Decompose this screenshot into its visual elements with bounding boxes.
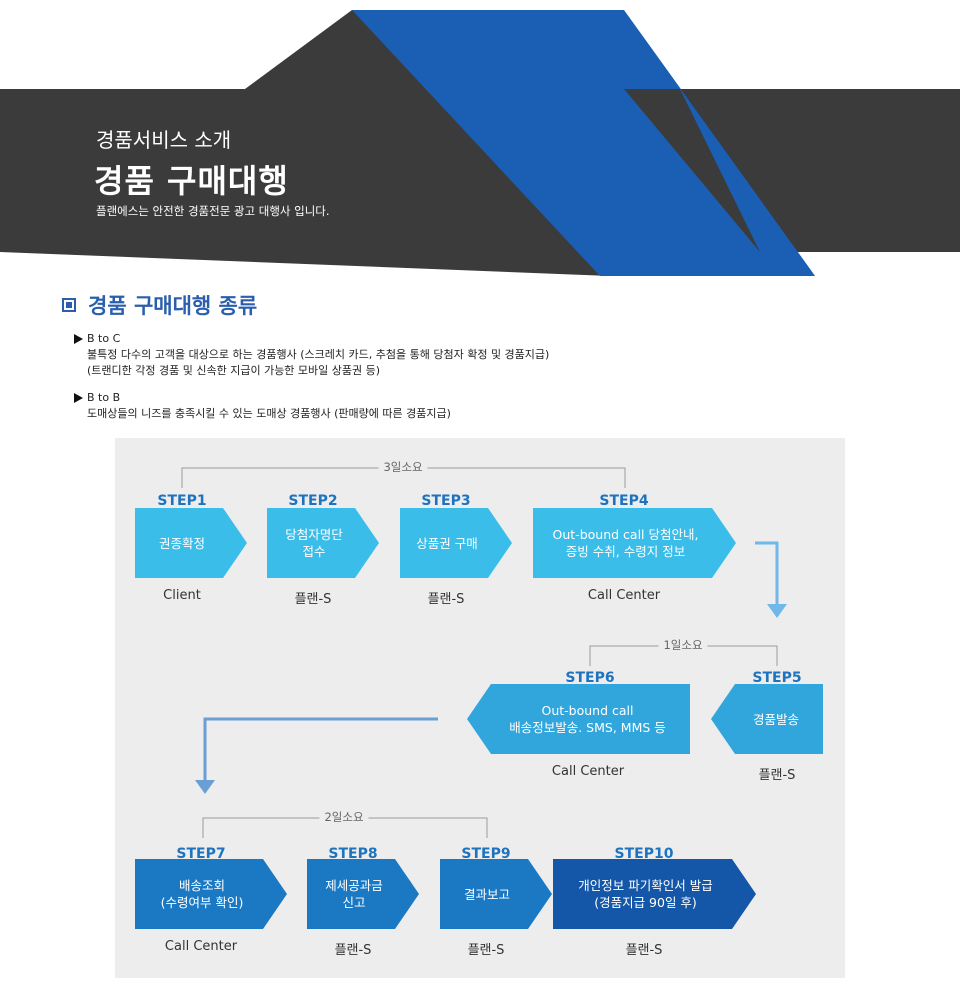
process-diagram: 3일소요 1일소요 2일소요 STEP1 권종확정 Client STEP2 당…: [115, 438, 845, 978]
step4-box: Out-bound call 당첨안내, 증빙 수취, 수령지 정보: [533, 508, 736, 578]
hero-dark-band: [0, 10, 610, 276]
step6-text-1: Out-bound call: [541, 703, 634, 718]
step2-label: STEP2: [288, 493, 338, 509]
step6-text-2: 배송정보발송. SMS, MMS 등: [509, 720, 666, 735]
duration-label-2: 1일소요: [658, 637, 708, 653]
step4-actor: Call Center: [587, 588, 661, 603]
flow-arrow-icon: [195, 780, 215, 794]
step5-text: 경품발송: [752, 711, 799, 727]
step3-text: 상품권 구매: [416, 535, 478, 551]
step1-label: STEP1: [157, 493, 207, 509]
step5-label: STEP5: [752, 670, 802, 686]
step8-actor: 플랜-S: [334, 943, 372, 958]
step7-text-2: (수령여부 확인): [160, 895, 244, 910]
step1-box: 권종확정: [135, 508, 247, 578]
bullet-heading: B to C: [87, 332, 121, 345]
step9-text: 결과보고: [463, 886, 510, 902]
step1-text: 권종확정: [158, 535, 205, 551]
step9-box: 결과보고: [440, 859, 552, 929]
hero-graphic: [0, 10, 960, 276]
step4-text-2: 증빙 수취, 수령지 정보: [565, 544, 686, 559]
bullet-line: 불특정 다수의 고객을 대상으로 하는 경품행사 (스크레치 카드, 추첨을 통…: [87, 348, 550, 361]
step2-actor: 플랜-S: [294, 592, 332, 607]
hero-blue-band: [352, 10, 815, 276]
flow-arrow-line-2: [203, 717, 438, 784]
step10-text-1: 개인정보 파기확인서 발급: [578, 878, 713, 893]
step6-label: STEP6: [565, 670, 615, 686]
step3-actor: 플랜-S: [427, 592, 465, 607]
step6-actor: Call Center: [551, 764, 625, 779]
bullet-heading: B to B: [87, 391, 121, 404]
step4-label: STEP4: [599, 493, 649, 509]
step7-actor: Call Center: [164, 939, 238, 954]
step7-box: 배송조회 (수령여부 확인): [135, 859, 287, 929]
step8-text-1: 제세공과금: [325, 878, 383, 893]
step8-label: STEP8: [328, 846, 378, 862]
bullet-line: (트랜디한 각정 경품 및 신속한 지급이 가능한 모바일 상품권 등): [87, 364, 381, 377]
step5-actor: 플랜-S: [758, 768, 796, 783]
hero-banner: 경품서비스 소개 경품 구매대행 플랜에스는 안전한 경품전문 광고 대행사 입…: [0, 0, 960, 280]
step1-actor: Client: [163, 588, 201, 603]
flow-arrow-icon: [767, 604, 787, 618]
connector-lines: [181, 467, 787, 838]
step7-label: STEP7: [176, 846, 226, 862]
hero-subtitle: 경품서비스 소개: [96, 128, 232, 152]
triangle-bullet-icon: [74, 334, 83, 344]
triangle-bullet-icon: [74, 393, 83, 403]
step9-label: STEP9: [461, 846, 511, 862]
step10-text-2: (경품지급 90일 후): [594, 895, 697, 910]
step2-text-1: 당첨자명단: [285, 527, 343, 542]
step3-box: 상품권 구매: [400, 508, 512, 578]
square-bullet-icon: [62, 298, 76, 312]
bullet-line: 도매상들의 니즈를 충족시킬 수 있는 도매상 경품행사 (판매량에 따른 경품…: [87, 407, 451, 420]
step9-actor: 플랜-S: [467, 943, 505, 958]
step8-text-2: 신고: [342, 895, 366, 910]
step2-text-2: 접수: [302, 544, 326, 559]
bullet-b2b: B to B 도매상들의 니즈를 충족시킬 수 있는 도매상 경품행사 (판매량…: [74, 390, 451, 422]
step6-box: Out-bound call 배송정보발송. SMS, MMS 등: [467, 684, 690, 754]
section-title-text: 경품 구매대행 종류: [88, 294, 258, 318]
hero-description: 플랜에스는 안전한 경품전문 광고 대행사 입니다.: [96, 204, 330, 218]
hero-blue-band-edge: [624, 10, 815, 276]
section-title: 경품 구매대행 종류: [62, 290, 257, 320]
step7-text-1: 배송조회: [178, 878, 225, 893]
flow-arrow-line-1: [755, 541, 779, 608]
duration-label-3: 2일소요: [319, 809, 369, 825]
hero-title: 경품 구매대행: [94, 162, 289, 200]
step3-label: STEP3: [421, 493, 471, 509]
step4-text-1: Out-bound call 당첨안내,: [552, 527, 699, 542]
bullet-b2c: B to C 불특정 다수의 고객을 대상으로 하는 경품행사 (스크레치 카드…: [74, 331, 549, 379]
step10-label: STEP10: [614, 846, 674, 862]
step10-actor: 플랜-S: [625, 943, 663, 958]
step10-box: 개인정보 파기확인서 발급 (경품지급 90일 후): [553, 859, 756, 929]
step5-box: 경품발송: [711, 684, 823, 754]
duration-label-1: 3일소요: [378, 459, 428, 475]
